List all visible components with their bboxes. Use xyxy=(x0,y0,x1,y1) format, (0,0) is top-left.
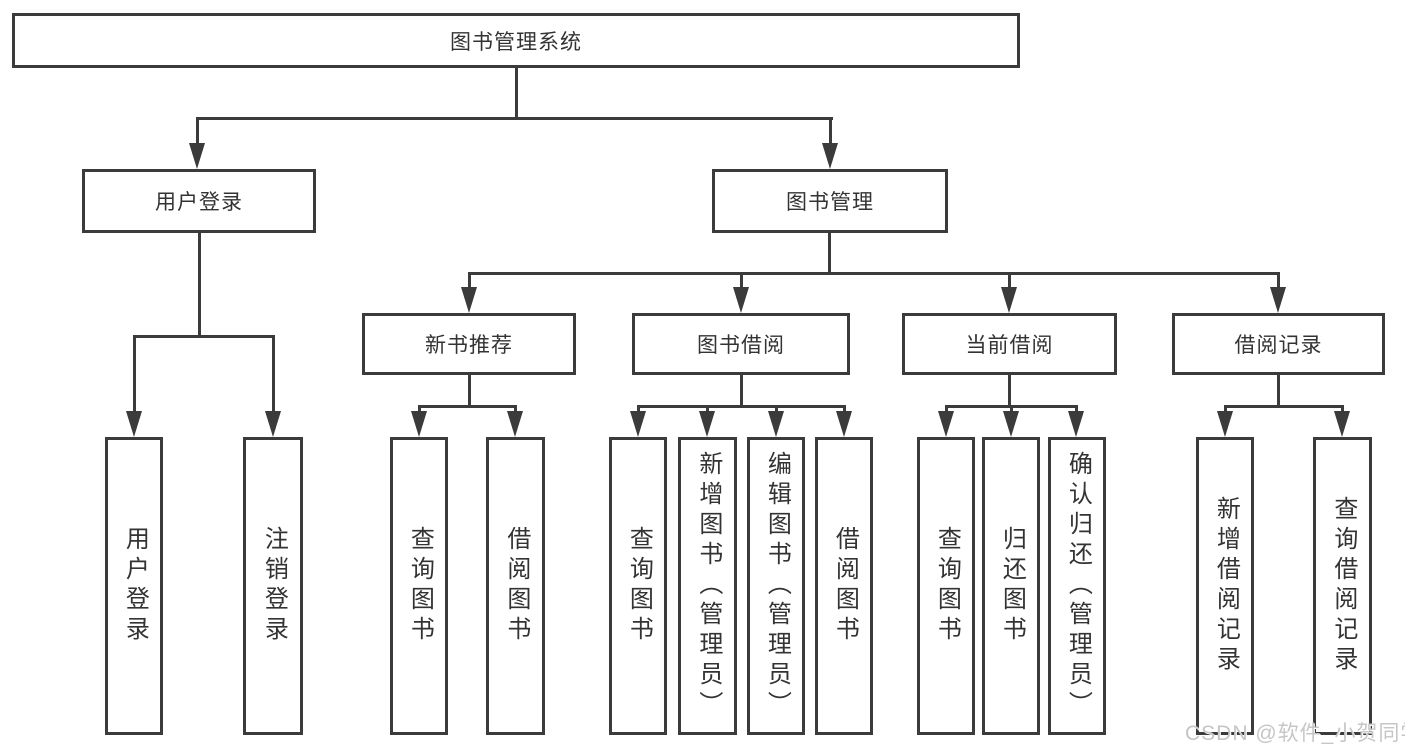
node-current-borrow: 当前借阅 xyxy=(902,313,1117,375)
connector-line xyxy=(198,232,201,338)
arrow-down-icon xyxy=(411,411,427,437)
connector-line xyxy=(829,117,832,145)
arrow-down-icon xyxy=(822,143,838,169)
node-label: 图书借阅 xyxy=(697,334,785,357)
leaf-return-book: 归还图书 xyxy=(982,437,1040,735)
leaf-label: 查询图书 xyxy=(406,526,434,646)
leaf-query-books-borrow: 查询图书 xyxy=(609,437,667,735)
connector-line xyxy=(1010,405,1013,414)
connector-line xyxy=(1224,405,1227,414)
node-label: 图书管理 xyxy=(786,191,874,214)
leaf-add-borrow-record: 新增借阅记录 xyxy=(1196,437,1254,735)
arrow-down-icon xyxy=(1217,411,1233,437)
leaf-confirm-return-admin: 确认归还（管理员） xyxy=(1048,437,1106,735)
connector-line xyxy=(706,405,709,414)
connector-line xyxy=(133,335,136,413)
arrow-down-icon xyxy=(699,411,715,437)
arrow-down-icon xyxy=(1001,287,1017,313)
node-book-borrow: 图书借阅 xyxy=(632,313,850,375)
leaf-query-books-current: 查询图书 xyxy=(917,437,975,735)
connector-line xyxy=(1008,375,1011,408)
connector-line xyxy=(740,375,743,408)
leaf-label: 归还图书 xyxy=(998,526,1026,646)
leaf-label: 查询图书 xyxy=(933,526,961,646)
node-label: 当前借阅 xyxy=(965,334,1054,357)
connector-line xyxy=(272,335,275,413)
connector-line xyxy=(418,405,517,408)
node-book-management: 图书管理 xyxy=(712,169,948,233)
leaf-logout: 注销登录 xyxy=(243,437,303,735)
connector-line xyxy=(1277,375,1280,408)
leaf-borrow-books-recommend: 借阅图书 xyxy=(486,437,545,735)
watermark: CSDN @软件_小贺同学 xyxy=(1185,722,1405,745)
leaf-borrow-books-borrow: 借阅图书 xyxy=(815,437,873,735)
arrow-down-icon xyxy=(630,411,646,437)
leaf-label: 借阅图书 xyxy=(831,526,859,646)
connector-line xyxy=(468,375,471,408)
arrow-down-icon xyxy=(265,411,281,437)
connector-line xyxy=(515,68,518,119)
arrow-down-icon xyxy=(461,287,477,313)
node-label: 借阅记录 xyxy=(1234,334,1323,357)
connector-line xyxy=(1224,405,1344,408)
arrow-down-icon xyxy=(1068,411,1084,437)
connector-line xyxy=(828,232,831,275)
connector-line xyxy=(740,272,743,290)
node-new-book-recommend: 新书推荐 xyxy=(362,313,576,375)
node-label: 用户登录 xyxy=(155,191,243,214)
connector-line xyxy=(418,405,421,414)
leaf-add-book-admin: 新增图书（管理员） xyxy=(678,437,737,735)
node-user-login: 用户登录 xyxy=(82,169,316,233)
connector-line xyxy=(843,405,846,414)
connector-line xyxy=(468,272,1280,275)
connector-line xyxy=(196,117,833,120)
leaf-label: 查询借阅记录 xyxy=(1329,496,1357,676)
connector-line xyxy=(196,117,199,145)
leaf-label: 确认归还（管理员） xyxy=(1064,451,1092,721)
connector-line xyxy=(1008,272,1011,290)
arrow-down-icon xyxy=(1003,411,1019,437)
arrow-down-icon xyxy=(507,411,523,437)
arrow-down-icon xyxy=(938,411,954,437)
connector-line xyxy=(1341,405,1344,414)
arrow-down-icon xyxy=(189,143,205,169)
node-borrow-records: 借阅记录 xyxy=(1172,313,1385,375)
connector-line xyxy=(1075,405,1078,414)
arrow-down-icon xyxy=(1334,411,1350,437)
leaf-query-borrow-record: 查询借阅记录 xyxy=(1313,437,1372,735)
leaf-query-books-recommend: 查询图书 xyxy=(390,437,448,735)
leaf-label: 借阅图书 xyxy=(502,526,530,646)
leaf-user-login: 用户登录 xyxy=(105,437,163,735)
leaf-label: 编辑图书（管理员） xyxy=(763,451,791,721)
leaf-edit-book-admin: 编辑图书（管理员） xyxy=(747,437,805,735)
connector-line xyxy=(1277,272,1280,290)
connector-line xyxy=(637,405,845,408)
connector-line xyxy=(775,405,778,414)
node-label: 图书管理系统 xyxy=(450,30,582,54)
node-label: 新书推荐 xyxy=(425,334,513,357)
leaf-label: 用户登录 xyxy=(121,526,149,646)
arrow-down-icon xyxy=(768,411,784,437)
arrow-down-icon xyxy=(126,411,142,437)
arrow-down-icon xyxy=(733,287,749,313)
connector-line xyxy=(637,405,640,414)
node-library-system: 图书管理系统 xyxy=(12,13,1020,68)
connector-line xyxy=(133,335,274,338)
arrow-down-icon xyxy=(836,411,852,437)
arrow-down-icon xyxy=(1270,287,1286,313)
leaf-label: 新增借阅记录 xyxy=(1212,496,1240,676)
leaf-label: 新增图书（管理员） xyxy=(694,451,722,721)
leaf-label: 注销登录 xyxy=(260,526,288,646)
connector-line xyxy=(514,405,517,414)
connector-line xyxy=(945,405,948,414)
connector-line xyxy=(468,272,471,290)
leaf-label: 查询图书 xyxy=(625,526,653,646)
